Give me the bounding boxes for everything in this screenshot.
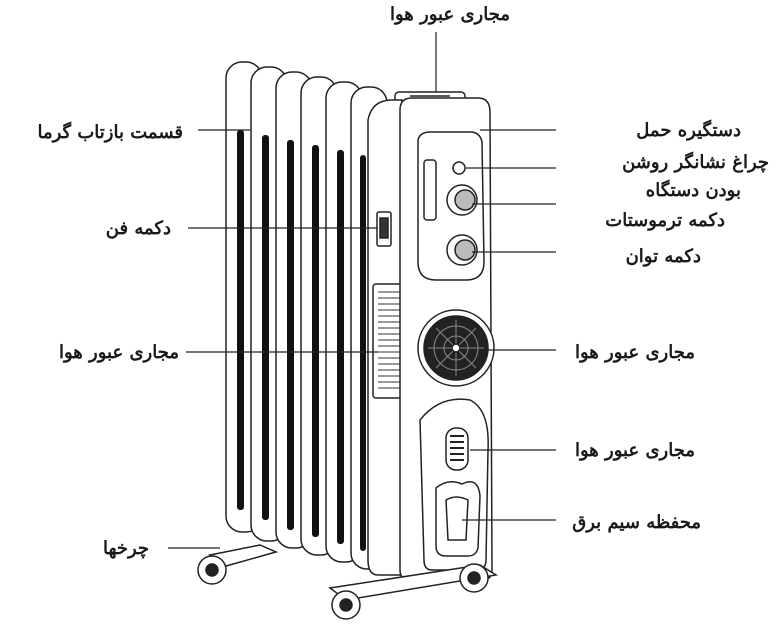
label-left-vent: مجاری عبور هوا: [59, 344, 179, 362]
label-handle: دستگیره حمل: [636, 122, 741, 140]
label-thermostat: دکمه ترموستات: [605, 212, 725, 230]
label-power-light-line2: بودن دستگاه: [646, 182, 741, 200]
label-fan-button: دکمه فن: [106, 220, 171, 238]
power-indicator-light: [453, 162, 465, 174]
label-power-light-line1: چراغ نشانگر روشن: [622, 154, 769, 172]
label-lower-vent: مجاری عبور هوا: [575, 442, 695, 460]
label-heat-section: قسمت بازتاب گرما: [37, 124, 183, 142]
label-power-knob: دکمه توان: [626, 248, 701, 266]
label-fan-vent: مجاری عبور هوا: [575, 344, 695, 362]
label-top-vent: مجاری عبور هوا: [380, 6, 520, 24]
label-cord-storage: محفظه سیم برق: [572, 514, 701, 532]
label-wheels: چرخها: [103, 540, 149, 558]
